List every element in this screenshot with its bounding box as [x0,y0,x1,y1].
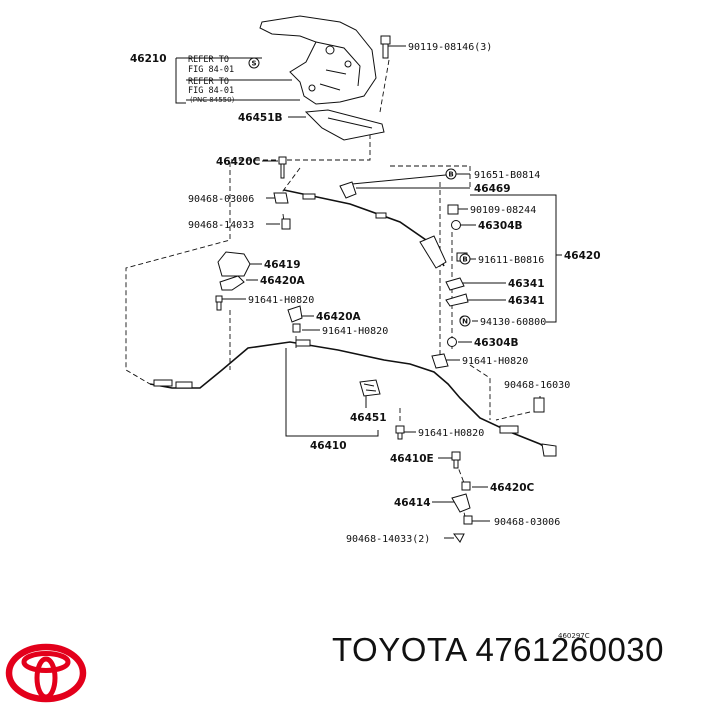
callout-94130: 94130-60800 [480,317,546,328]
callout-46420C-top: 46420C [216,156,261,168]
callout-90468-16030: 90468-16030 [504,380,570,391]
callout-91641-left: 91641-H0820 [248,295,314,306]
callout-91641-low: 91641-H0820 [418,428,484,439]
bolt-46420A-mid [287,305,303,333]
toyota-logo-icon [5,643,87,703]
callout-46451B: 46451B [238,112,283,124]
callout-46419: 46419 [264,259,301,271]
mark-b-circle-1: B [445,168,457,180]
callout-refer-2c: (PNC 84550) [190,96,235,104]
figure-code: 460297C [558,632,590,640]
callout-90119: 90119-08146(3) [408,42,492,53]
callout-91641-mid: 91641-H0820 [322,326,388,337]
bolt-46410E [451,451,461,469]
callout-46410E: 46410E [390,453,434,465]
svg-text:B: B [462,256,467,264]
callout-46420: 46420 [564,250,601,262]
callout-46341-a: 46341 [508,278,545,290]
callout-46469: 46469 [474,183,511,195]
callout-refer-1a: REFER TO [188,55,229,65]
callout-refer-2b: FIG 84-01 [188,86,234,96]
callout-46420C-bot: 46420C [490,482,535,494]
mark-b-circle-2: B [459,253,471,265]
leader-lines [175,45,562,539]
equalizer-parts-46341 [445,252,469,347]
callout-91611: 91611-B0816 [478,255,544,266]
callout-90109: 90109-08244 [470,205,536,216]
callout-46451: 46451 [350,412,387,424]
rear-cable-46410 [149,339,557,457]
callout-90468-03006-bot: 90468-03006 [494,517,560,528]
parking-brake-lever-assembly [259,15,377,105]
cover-46419 [215,251,251,311]
front-cable-46420 [283,181,447,269]
svg-text:N: N [462,318,468,326]
clips-top [273,192,291,230]
callout-91641-right: 91641-H0820 [462,356,528,367]
clamp-46451 [359,379,381,397]
brand-part-number: TOYOTA 4761260030 [332,631,665,668]
callout-46210: 46210 [130,53,167,65]
svg-text:B: B [448,171,453,179]
callout-46410: 46410 [310,440,347,452]
bracket-46414 [451,481,473,543]
callout-90468-03006-top: 90468-03006 [188,194,254,205]
mark-s-circle: S [248,57,260,69]
bolt-91641-low [395,425,405,440]
mark-n-circle: N [459,315,471,327]
callout-labels: 46210 REFER TO FIG 84-01 REFER TO FIG 84… [130,42,601,640]
bolt-90119 [380,35,391,59]
callout-90468-14033-top: 90468-14033 [188,220,254,231]
callout-46304B-top: 46304B [478,220,523,232]
callout-46414: 46414 [394,497,431,509]
callout-refer-1b: FIG 84-01 [188,65,234,75]
callout-91651: 91651-B0814 [474,170,540,181]
bolt-90109-nut-46304B [447,204,461,230]
clip-90468-16030 [533,397,545,413]
callout-46420A-top: 46420A [260,275,306,287]
callout-46420A-mid: 46420A [316,311,362,323]
svg-text:S: S [251,60,256,68]
bracket-46451B [304,109,385,141]
callout-90468-14033-bot: 90468-14033(2) [346,534,430,545]
callout-46341-b: 46341 [508,295,545,307]
callout-refer-2a: REFER TO [188,77,229,87]
callout-46304B-bot: 46304B [474,337,519,349]
bolt-46420C-top [278,156,287,179]
